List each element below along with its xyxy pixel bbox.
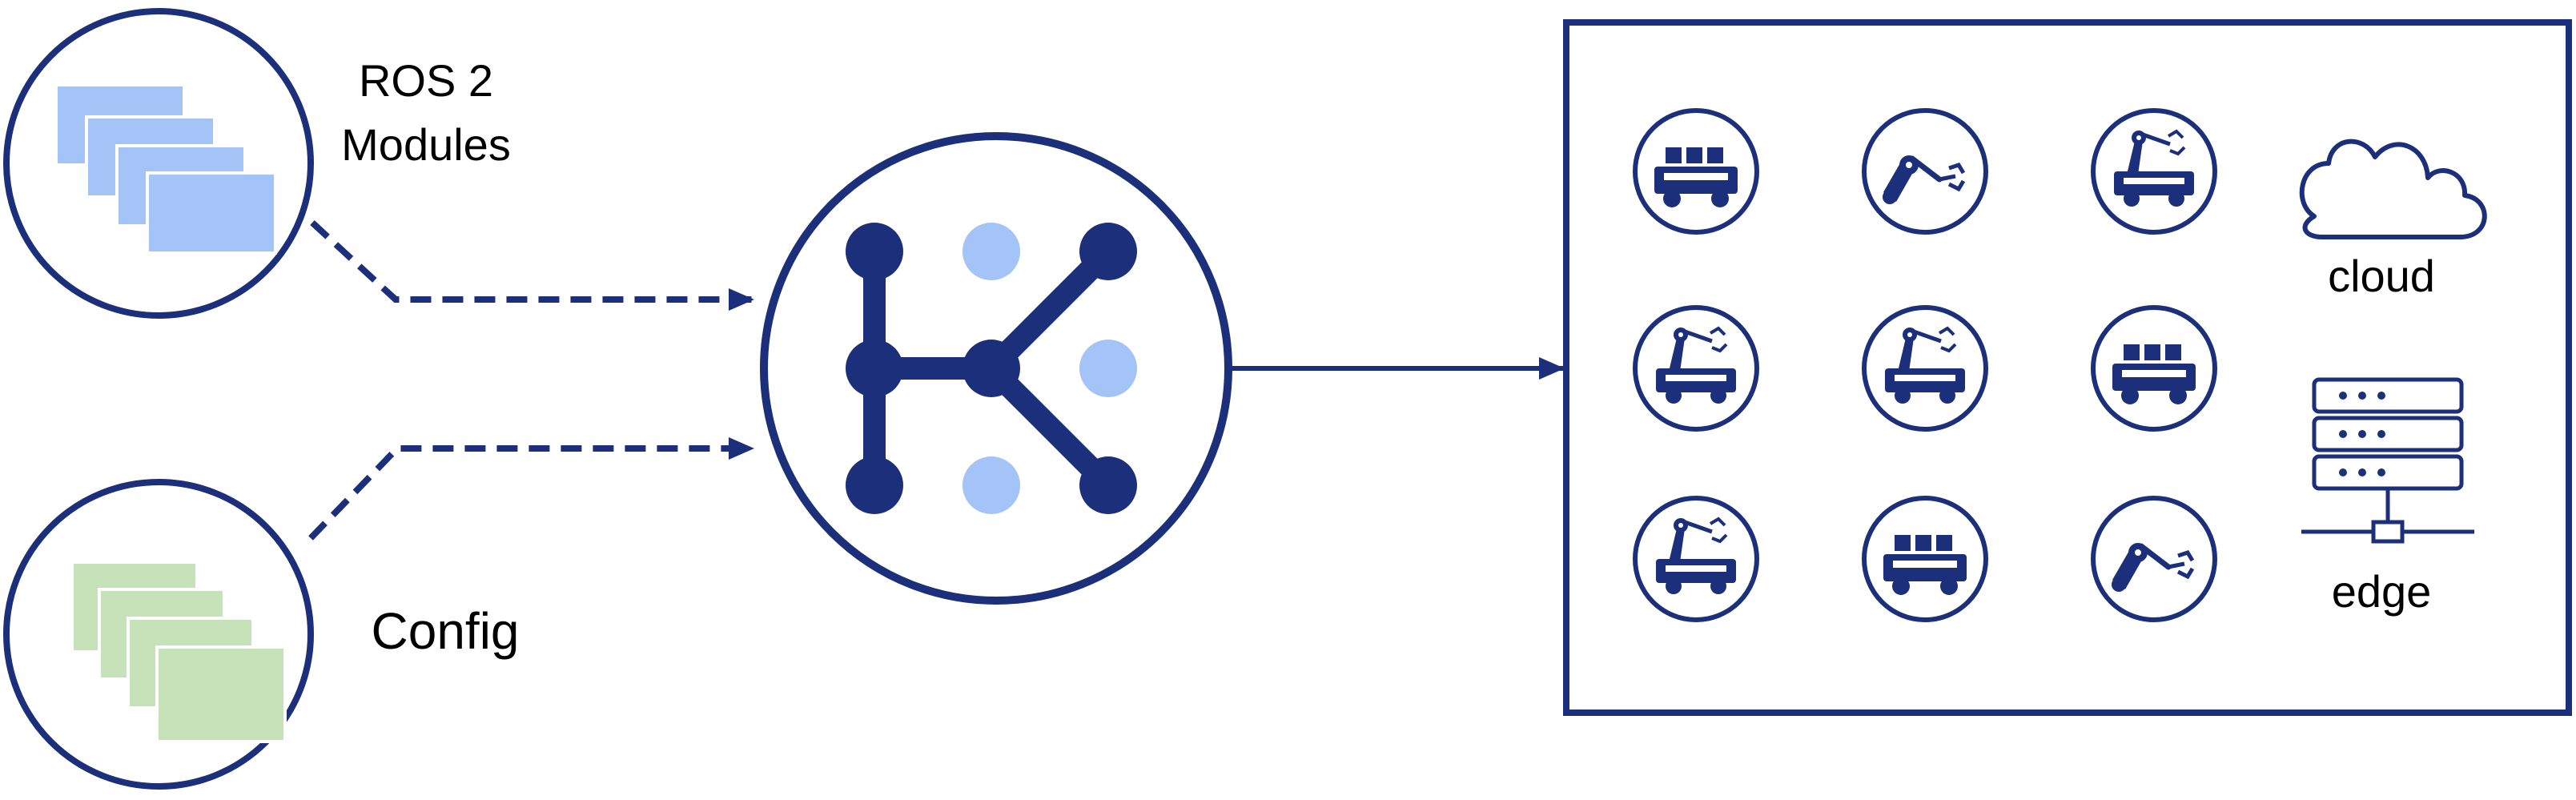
config-node: Config: [3, 479, 520, 790]
robot-icon-arm: [1862, 108, 1988, 235]
config-to-hub-arrow: [308, 437, 754, 541]
ros2-modules-label-line1: ROS 2: [359, 55, 493, 106]
cloud-target: cloud: [2299, 139, 2487, 301]
cloud-icon: [2299, 139, 2487, 239]
dashed-connectors: [308, 220, 754, 541]
graph-network-icon: [846, 223, 1137, 514]
robot-icon-mobile-cart: [1862, 496, 1988, 622]
server-rack-icon: [2301, 377, 2474, 544]
robot-icon-mobile-cart: [2091, 305, 2217, 432]
ros2-modules-label-line2: Modules: [341, 119, 511, 170]
modules-to-hub-arrow: [310, 220, 754, 311]
robot-icon-mobile-cart: [1633, 108, 1759, 235]
robot-icon-mobile-manipulator: [1862, 305, 1988, 432]
robot-icon-arm: [2091, 496, 2217, 622]
ros2-modules-node: ROS 2 Modules: [3, 8, 511, 319]
robot-icon-mobile-manipulator: [1633, 305, 1759, 432]
edge-label: edge: [2332, 566, 2432, 617]
stacked-documents-icon: [54, 83, 277, 255]
cloud-label: cloud: [2328, 251, 2435, 301]
deployment-targets: cloud edge: [1563, 19, 2572, 716]
edge-target: edge: [2301, 377, 2474, 617]
robot-icon-mobile-manipulator: [1633, 496, 1759, 622]
robot-icon-mobile-manipulator: [2091, 108, 2217, 235]
robot-grid: [1633, 108, 2217, 622]
config-label: Config: [372, 602, 520, 660]
stacked-documents-icon: [70, 561, 287, 743]
graph-hub: [760, 132, 1232, 605]
